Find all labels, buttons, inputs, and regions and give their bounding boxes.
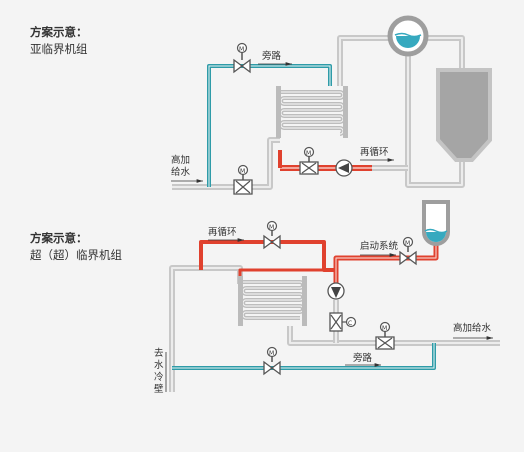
svg-text:壁: 壁: [154, 383, 164, 395]
scheme1-feedwater-valve: M: [233, 164, 253, 195]
svg-text:去: 去: [154, 347, 164, 359]
scheme2-check-valve: C: [329, 312, 357, 332]
svg-text:M: M: [405, 240, 410, 247]
scheme1-label-feedwater-2: 给水: [171, 166, 191, 178]
svg-text:M: M: [239, 46, 244, 53]
scheme2-title: 方案示意：: [30, 231, 88, 245]
scheme1-drum: [387, 15, 429, 57]
scheme2-label-to-waterwall: 去 水 冷 壁: [154, 347, 164, 395]
scheme2-bypass-valve: M: [263, 346, 281, 376]
scheme2-feedwater-valve: M: [375, 321, 395, 350]
svg-text:冷: 冷: [154, 371, 164, 383]
scheme1-heading: 方案示意： 亚临界机组: [30, 24, 88, 58]
svg-text:水: 水: [154, 359, 164, 371]
scheme1-gray-pipes: [172, 35, 465, 190]
scheme2-label-startup: 启动系统: [360, 240, 399, 252]
svg-text:M: M: [269, 350, 274, 357]
scheme2-startup-valve: M: [399, 236, 417, 266]
svg-text:M: M: [269, 224, 274, 231]
scheme2-bypass-pipe: [172, 343, 436, 370]
scheme2-separator-vessel: [422, 200, 450, 246]
scheme1-title: 方案示意：: [30, 25, 88, 39]
scheme2-label-recirc: 再循环: [208, 226, 237, 238]
scheme2-diagram: M M M M: [154, 200, 500, 395]
svg-text:M: M: [240, 168, 245, 175]
scheme1-label-feedwater-1: 高加: [171, 154, 190, 166]
scheme2-red-pipes: [199, 240, 439, 286]
scheme1-subtitle: 亚临界机组: [30, 42, 88, 56]
svg-text:M: M: [306, 150, 311, 157]
scheme1-boiler-vessel: [436, 68, 492, 162]
scheme2-pump: [327, 282, 345, 300]
scheme1-diagram: M M M 旁路: [171, 15, 492, 195]
scheme2-heading: 方案示意： 超（超）临界机组: [30, 230, 122, 264]
svg-text:M: M: [382, 325, 387, 332]
scheme1-recirc-pump: [335, 159, 353, 177]
svg-text:C: C: [348, 320, 352, 327]
scheme1-bypass-valve: M: [233, 42, 251, 74]
scheme1-heat-exchanger: [276, 86, 348, 138]
scheme2-label-feedwater: 高加给水: [453, 322, 492, 334]
scheme2-heat-exchanger: [238, 276, 307, 326]
scheme2-label-bypass: 旁路: [353, 352, 373, 364]
scheme2-subtitle: 超（超）临界机组: [30, 248, 122, 262]
scheme1-label-recirc: 再循环: [360, 146, 389, 158]
scheme1-recirc-valve: M: [299, 146, 319, 175]
scheme2-recirc-valve: M: [263, 220, 281, 250]
scheme1-label-bypass: 旁路: [262, 50, 282, 62]
